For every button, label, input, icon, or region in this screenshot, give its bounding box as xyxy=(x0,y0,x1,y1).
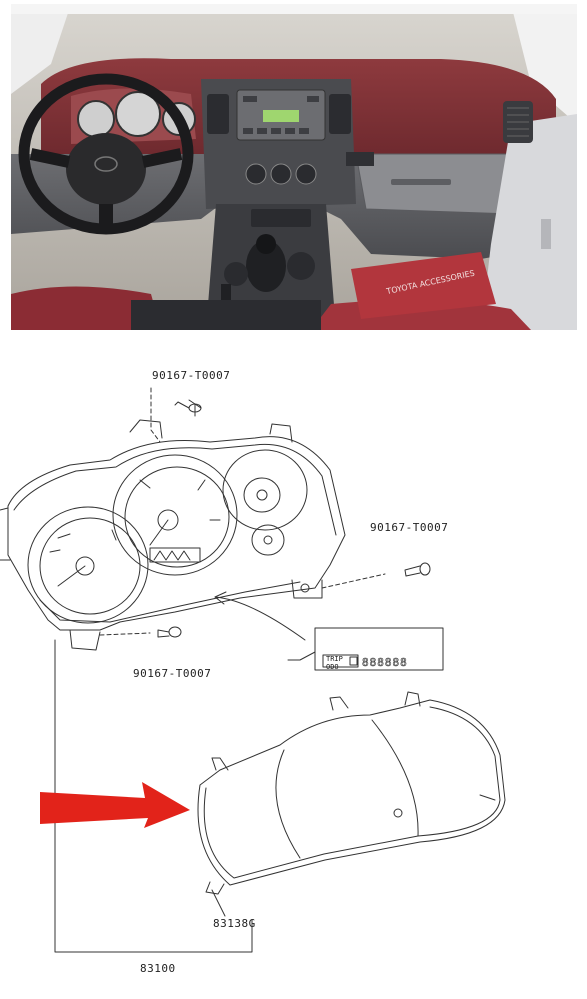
label-screw-top: 90167-T0007 xyxy=(152,369,230,382)
radio-display xyxy=(263,110,299,122)
cluster-housing xyxy=(0,419,346,651)
screw-top-icon xyxy=(174,399,202,417)
right-door xyxy=(481,114,577,330)
leader-glass xyxy=(211,889,226,917)
left-pillar xyxy=(11,4,71,94)
right-pillar xyxy=(511,4,577,124)
accessory-bag: TOYOTA ACCESSORIES xyxy=(351,252,496,319)
leader-screw-right xyxy=(321,573,386,589)
climate-controls xyxy=(245,163,317,185)
cluster-glass xyxy=(197,691,506,895)
label-cluster-assy: 83100 xyxy=(140,962,176,975)
label-screw-bottom: 90167-T0007 xyxy=(133,667,211,680)
label-screw-right: 90167-T0007 xyxy=(370,521,448,534)
detail-arrow xyxy=(214,596,306,641)
screw-bottom-icon xyxy=(157,626,182,638)
parts-diagram: 90167-T0007 90167-T0007 90167-T0007 8313… xyxy=(0,369,506,975)
highlight-arrow-icon xyxy=(40,782,190,828)
odo-label: ODO xyxy=(326,663,339,671)
left-seat xyxy=(11,286,161,330)
display-segments: 888888 xyxy=(362,656,408,669)
trip-label: TRIP xyxy=(326,655,343,663)
leader-screw-top xyxy=(150,387,161,443)
screw-right-icon xyxy=(404,562,431,577)
leader-screw-bottom xyxy=(99,632,151,636)
display-inset xyxy=(314,627,444,671)
interior-photo: TOYOTA ACCESSORIES xyxy=(11,4,577,330)
gear-shifter xyxy=(246,240,286,292)
steering-wheel xyxy=(18,73,194,235)
label-glass: 83138G xyxy=(213,917,256,930)
